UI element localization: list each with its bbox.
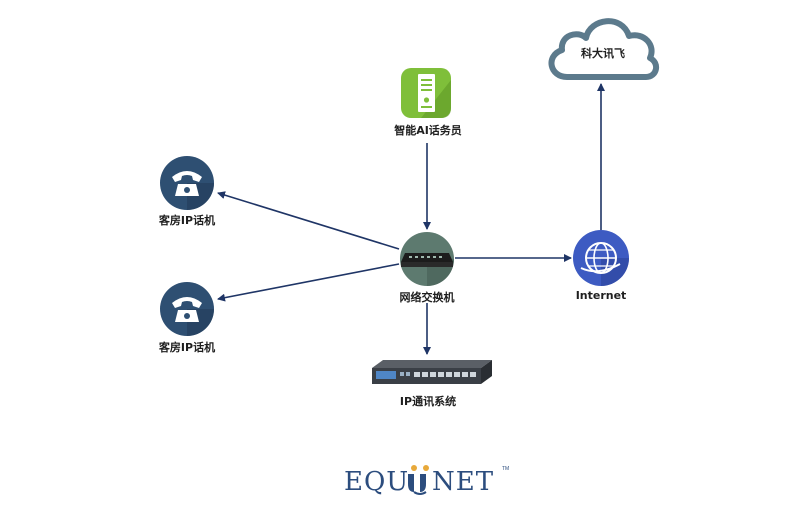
phone-icon <box>160 282 214 336</box>
server-icon <box>401 68 451 118</box>
ai-agent-label: 智能AI话务员 <box>394 124 462 137</box>
svg-text:TM: TM <box>502 466 509 472</box>
svg-text:EQU: EQU <box>344 467 409 497</box>
switch-icon <box>400 232 454 286</box>
cloud-label: 科大讯飞 <box>581 47 625 60</box>
ip-system-label: IP通讯系统 <box>399 395 457 408</box>
phone-icon <box>160 156 214 210</box>
arrow-switch-to-phone-bottom <box>217 263 400 302</box>
connections <box>217 83 605 355</box>
globe-icon <box>573 230 629 286</box>
arrow-switch-to-phone-top <box>217 191 400 250</box>
internet-label: Internet <box>575 289 627 302</box>
equinet-logo: EQU NET TM <box>344 465 509 497</box>
phone-top-label: 客房IP话机 <box>158 214 216 227</box>
phone-bottom-label: 客房IP话机 <box>158 341 216 354</box>
svg-text:NET: NET <box>432 467 494 497</box>
rack-device-icon <box>372 360 492 384</box>
cloud-icon <box>548 18 660 80</box>
switch-label: 网络交换机 <box>399 291 455 304</box>
logo-mark <box>408 465 429 495</box>
